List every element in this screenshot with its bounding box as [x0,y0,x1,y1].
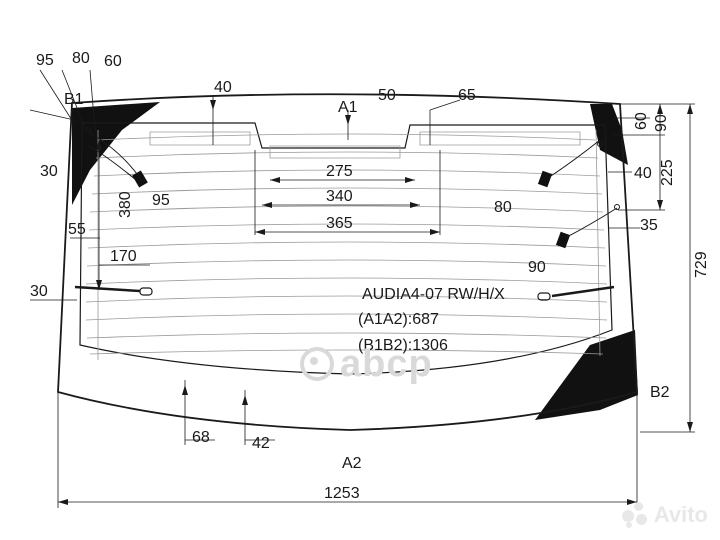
dim-225: 225 [659,159,676,186]
terminal-left [132,170,148,188]
heater-grid [85,129,608,360]
dimension-lines [29,69,695,508]
dim-80-right: 80 [494,199,512,216]
dim-1253: 1253 [324,485,360,502]
dim-50-top: 50 [378,87,396,104]
dim-42: 42 [252,435,270,452]
terminal-right-bottom [555,231,571,249]
dim-729: 729 [693,251,710,278]
dim-40-top: 40 [214,79,232,96]
dim-55: 55 [68,221,86,238]
label-b1: B1 [64,91,84,108]
dim-60-top: 60 [104,53,122,70]
dim-65-top: 65 [458,87,476,104]
avito-logo-icon [621,502,648,528]
sensor-dot-3 [614,204,620,210]
abcp-watermark-text: abcp [340,342,433,385]
glass-outline [57,93,638,431]
abcp-watermark: abcp [300,342,440,386]
wire-left [87,131,141,179]
sensor-dot-1 [85,127,91,133]
label-b2: B2 [650,384,670,401]
dim-170: 170 [110,248,137,265]
bus-bar-right [551,285,615,298]
dim-340: 340 [326,188,353,205]
dim-40-right: 40 [634,165,652,182]
dim-35: 35 [640,217,658,234]
ceramic-corner-top-right [590,104,628,165]
wire-left-2 [87,144,137,181]
dim-95-top: 95 [36,52,54,69]
dim-380: 380 [117,191,134,218]
dim-30-left: 30 [40,163,58,180]
bus-bar-left [74,285,141,293]
dim-95-left: 95 [152,192,170,209]
wire-right [547,139,601,179]
dim-365: 365 [326,215,353,232]
dim-60-right: 60 [633,112,650,130]
glass-inner-border [79,122,613,375]
model-code: AUDIA4-07 RW/H/X [362,286,505,303]
b1b2-value: (B1B2):1306 [358,337,448,354]
connector-right [537,292,551,301]
avito-watermark: Avito [621,502,708,528]
connector-left [139,287,153,296]
defrost-strip [149,131,581,159]
a1a2-value: (A1A2):687 [358,311,439,328]
wire-right-2 [564,207,618,239]
dim-68: 68 [192,429,210,446]
ceramic-corner-bottom-right [535,330,638,420]
label-a2: A2 [342,455,362,472]
abcp-logo-icon [300,347,334,381]
dimension-arrows [58,100,693,505]
avito-watermark-text: Avito [653,502,708,527]
label-a1: A1 [338,99,358,116]
ceramic-corner-top-left [72,102,160,205]
dim-275: 275 [326,163,353,180]
terminal-right-top [537,170,553,188]
sensor-dot-2 [597,141,603,147]
dim-30-left-low: 30 [30,283,48,300]
dim-80-top: 80 [72,50,90,67]
dim-90-right: 90 [653,114,670,132]
dim-90-right-low: 90 [528,259,546,276]
